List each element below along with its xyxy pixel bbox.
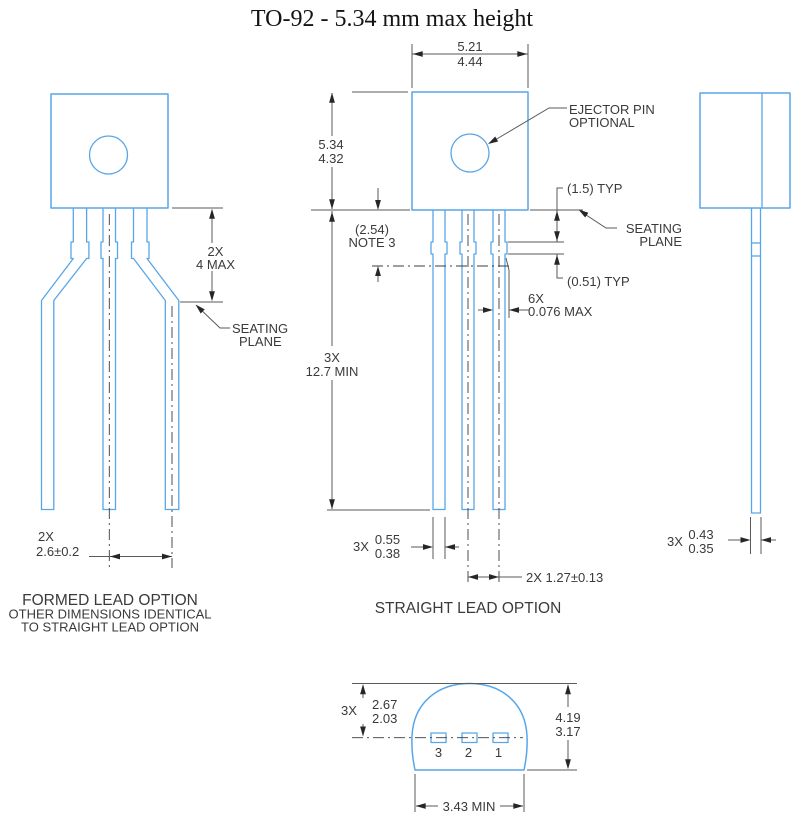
- arrowhead: [554, 231, 560, 242]
- drawing-title: TO-92 - 5.34 mm max height: [251, 6, 534, 32]
- arrowhead: [209, 291, 215, 302]
- arrowhead: [329, 211, 335, 222]
- package-body-front: [50, 93, 169, 209]
- arrowhead: [565, 759, 571, 770]
- dim-lead-length-value: 12.7 MIN: [306, 364, 359, 379]
- dim-lead-thickness-max: 0.43: [688, 527, 713, 542]
- bottom-view: 3 2 1 3X 2.67 2.03 4.19 3.17 3.43 MIN: [341, 682, 581, 814]
- dim-flat-width-label: 3.43 MIN: [443, 799, 496, 814]
- leader-line: [196, 305, 230, 329]
- ejector-pin-label-2: OPTIONAL: [569, 115, 635, 130]
- seating-plane-label-2: PLANE: [239, 334, 282, 349]
- seating-plane-label-1: SEATING: [626, 221, 682, 236]
- dim-lead-spread-qty: 2X: [38, 529, 54, 544]
- dim-flash-qty: 6X: [528, 291, 544, 306]
- ejector-pin-label-1: EJECTOR PIN: [569, 102, 655, 117]
- arrowhead: [412, 51, 423, 57]
- arrowhead: [513, 803, 524, 809]
- arrowhead: [554, 210, 560, 221]
- arrowhead: [740, 537, 751, 543]
- arrowhead: [423, 544, 433, 550]
- lead-1-formed: [40, 208, 90, 511]
- dim-lead-width-max: 0.55: [375, 532, 400, 547]
- lead-3-formed: [130, 208, 180, 511]
- straight-lead-view: 5.21 4.44 5.34 4.32 EJECTOR PIN OPTIONAL…: [306, 39, 683, 617]
- formed-caption-1: FORMED LEAD OPTION: [22, 592, 198, 609]
- arrowhead: [375, 266, 381, 276]
- dim-form-ref-note: NOTE 3: [349, 235, 396, 250]
- dim-form-ref-value: (2.54): [355, 222, 389, 237]
- seating-plane-label-2: PLANE: [639, 234, 682, 249]
- arrowhead: [565, 684, 571, 695]
- seating-plane-label-1: SEATING: [232, 321, 288, 336]
- dim-row-offset-min: 2.03: [372, 711, 397, 726]
- leader-line: [579, 210, 617, 229]
- arrowhead: [445, 544, 455, 550]
- arrowhead: [489, 574, 499, 580]
- formed-caption-2: OTHER DIMENSIONS IDENTICAL: [9, 607, 212, 622]
- pin-3-label: 3: [435, 745, 442, 760]
- lead-2: [459, 210, 477, 511]
- dim-lead-spread-value: 2.6±0.2: [36, 544, 79, 559]
- arrowhead: [360, 684, 366, 695]
- formed-caption-3: TO STRAIGHT LEAD OPTION: [21, 620, 199, 635]
- arrowhead: [415, 803, 426, 809]
- side-view: 3X 0.43 0.35: [667, 92, 791, 556]
- dim-line: [556, 254, 563, 279]
- lead-2-straight: [100, 208, 119, 511]
- arrowhead: [483, 307, 493, 313]
- pin-1-label: 1: [495, 745, 502, 760]
- package-body-side: [699, 92, 791, 209]
- dim-body-width-max: 5.21: [457, 39, 482, 54]
- arrowhead: [329, 92, 335, 103]
- dim-crimp-offset-label: (1.5) TYP: [567, 181, 622, 196]
- leader-line: [489, 107, 567, 144]
- dim-body-width-min: 4.44: [457, 54, 482, 69]
- dim-flash-value: 0.076 MAX: [528, 304, 593, 319]
- dim-lead-thickness-qty: 3X: [667, 534, 683, 549]
- lead-side: [750, 208, 762, 514]
- lead-3: [490, 210, 508, 511]
- dim-row-offset-qty: 3X: [341, 703, 357, 718]
- dim-body-height-min: 4.32: [318, 151, 343, 166]
- dim-row-offset-max: 2.67: [372, 697, 397, 712]
- arrowhead: [329, 199, 335, 210]
- dim-lead-pitch-label: 2X 1.27±0.13: [526, 570, 603, 585]
- dim-line: [556, 187, 563, 242]
- dim-crimp-height-label: (0.51) TYP: [567, 274, 630, 289]
- arrowhead: [360, 726, 366, 737]
- arrowhead: [517, 51, 528, 57]
- arrowhead: [486, 136, 499, 147]
- ext-line: [505, 257, 510, 318]
- ejector-pin-hole: [450, 133, 490, 173]
- dim-lead-length-qty: 3X: [324, 350, 340, 365]
- dim-lead-width-qty: 3X: [353, 539, 369, 554]
- arrowhead: [375, 200, 381, 210]
- arrowhead: [209, 208, 215, 219]
- arrowhead: [110, 553, 120, 560]
- dim-standoff-value: 4 MAX: [196, 257, 235, 272]
- arrowhead: [554, 254, 560, 265]
- formed-lead-view: 2X 4 MAX SEATING PLANE 2X 2.6±0.2 FORMED…: [9, 93, 288, 635]
- arrowhead: [329, 499, 335, 510]
- pin-2-label: 2: [465, 745, 472, 760]
- arrowhead: [761, 537, 771, 543]
- lead-1: [430, 210, 448, 511]
- arrowhead: [162, 553, 172, 560]
- ejector-pin-hole: [88, 135, 129, 175]
- package-body-front: [411, 91, 529, 211]
- dim-body-depth-max: 4.19: [555, 710, 580, 725]
- arrowhead: [509, 307, 519, 313]
- dim-body-height-max: 5.34: [318, 137, 343, 152]
- dim-lead-width-min: 0.38: [375, 546, 400, 561]
- dim-standoff-qty: 2X: [208, 244, 224, 259]
- dim-lead-thickness-min: 0.35: [688, 541, 713, 556]
- arrowhead: [468, 574, 478, 580]
- straight-caption: STRAIGHT LEAD OPTION: [375, 600, 562, 617]
- dim-body-depth-min: 3.17: [555, 724, 580, 739]
